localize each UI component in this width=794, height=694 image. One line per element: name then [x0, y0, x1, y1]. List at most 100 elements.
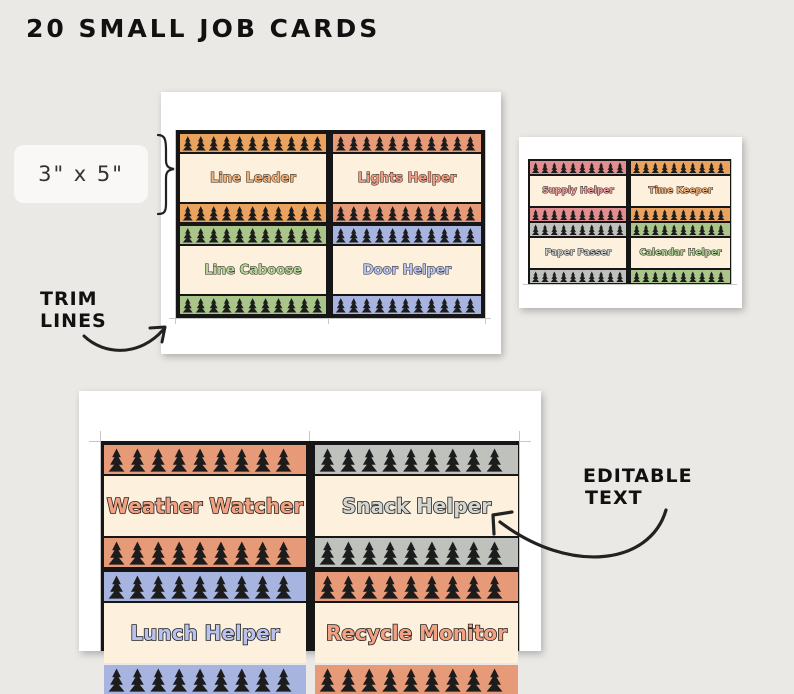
pine-tree-icon [550, 162, 558, 173]
tree-band-top [104, 572, 306, 601]
pine-tree-icon [150, 575, 167, 599]
job-card-label[interactable]: Weather Watcher [106, 493, 304, 519]
pine-tree-icon [689, 271, 697, 282]
pine-tree-icon [312, 298, 323, 313]
pine-tree-icon [679, 209, 687, 220]
pine-tree-icon [423, 448, 440, 472]
tree-band-top [315, 572, 518, 601]
pine-tree-icon [312, 136, 323, 151]
tree-band-top [180, 226, 326, 244]
pine-tree-icon [182, 228, 193, 243]
pine-tree-icon [532, 162, 540, 173]
pine-tree-icon [532, 209, 540, 220]
editable-arrowhead-icon [491, 510, 514, 536]
pine-tree-icon [335, 228, 346, 243]
pine-tree-icon [400, 298, 411, 313]
pine-tree-icon [679, 224, 687, 235]
pine-tree-icon [633, 224, 641, 235]
card-panel: Calendar Helper [631, 238, 730, 268]
pine-tree-icon [403, 575, 420, 599]
pine-tree-icon [439, 206, 450, 221]
pine-tree-icon [348, 206, 359, 221]
tree-band-bottom [180, 204, 326, 222]
job-card-label[interactable]: Time Keeper [648, 186, 713, 197]
job-card-label[interactable]: Line Leader [210, 170, 297, 186]
job-card-label[interactable]: Supply Helper [542, 186, 615, 197]
pine-tree-icon [382, 541, 399, 565]
pine-tree-icon [221, 136, 232, 151]
job-card-label[interactable]: Line Caboose [204, 262, 302, 278]
pine-tree-icon [465, 136, 476, 151]
pine-tree-icon [275, 541, 292, 565]
tree-band-bottom [631, 270, 730, 283]
job-card-label[interactable]: Calendar Helper [639, 248, 722, 259]
editable-callout-line-2: TEXT [585, 487, 643, 509]
pine-tree-icon [642, 224, 650, 235]
pine-tree-icon [361, 448, 378, 472]
pine-tree-icon [212, 541, 229, 565]
pine-tree-icon [348, 136, 359, 151]
pine-tree-icon [578, 224, 586, 235]
pine-tree-icon [413, 206, 424, 221]
pine-tree-icon [108, 575, 125, 599]
pine-tree-icon [403, 541, 420, 565]
pine-tree-icon [233, 575, 250, 599]
pine-tree-icon [426, 228, 437, 243]
pine-tree-icon [426, 298, 437, 313]
job-card: Door Helper [333, 226, 481, 314]
pine-tree-icon [247, 206, 258, 221]
pine-tree-icon [642, 271, 650, 282]
pine-tree-icon [171, 575, 188, 599]
tree-band-top [333, 226, 481, 244]
pine-tree-icon [569, 162, 577, 173]
pine-tree-icon [413, 136, 424, 151]
pine-tree-icon [286, 298, 297, 313]
pine-tree-icon [616, 224, 624, 235]
pine-tree-icon [633, 162, 641, 173]
tree-band-bottom [180, 296, 326, 314]
editable-arrow-icon [498, 508, 668, 559]
pine-tree-icon [670, 209, 678, 220]
job-card-label[interactable]: Door Helper [362, 262, 452, 278]
job-card-label[interactable]: Paper Passer [544, 248, 612, 259]
size-bracket-icon [156, 133, 175, 216]
pine-tree-icon [444, 541, 461, 565]
pine-tree-icon [465, 206, 476, 221]
pine-tree-icon [560, 271, 568, 282]
card-panel: Door Helper [333, 246, 481, 294]
editable-callout-line-1: EDITABLE [583, 465, 693, 487]
tree-band-bottom [104, 665, 306, 694]
pine-tree-icon [192, 448, 209, 472]
pine-tree-icon [195, 228, 206, 243]
pine-tree-icon [465, 575, 482, 599]
job-card: Calendar Helper [631, 223, 730, 283]
pine-tree-icon [689, 209, 697, 220]
card-panel: Time Keeper [631, 176, 730, 206]
pine-tree-icon [335, 136, 346, 151]
pine-tree-icon [550, 209, 558, 220]
pine-tree-icon [286, 206, 297, 221]
pine-tree-icon [233, 541, 250, 565]
trim-arrowhead-icon [148, 325, 167, 344]
pine-tree-icon [569, 209, 577, 220]
pine-tree-icon [108, 541, 125, 565]
card-panel: Line Leader [180, 154, 326, 202]
pine-tree-icon [698, 162, 706, 173]
pine-tree-icon [717, 271, 725, 282]
pine-tree-icon [361, 541, 378, 565]
tree-band-top [631, 161, 730, 174]
job-card: Lights Helper [333, 134, 481, 222]
job-card-label[interactable]: Snack Helper [341, 493, 492, 519]
pine-tree-icon [275, 448, 292, 472]
pine-tree-icon [670, 271, 678, 282]
pine-tree-icon [299, 136, 310, 151]
pine-tree-icon [569, 224, 577, 235]
card-panel: Line Caboose [180, 246, 326, 294]
pine-tree-icon [312, 228, 323, 243]
tree-band-top [530, 161, 626, 174]
pine-tree-icon [273, 298, 284, 313]
pine-tree-icon [597, 271, 605, 282]
trim-lines-callout: TRIM LINES [40, 288, 107, 332]
job-card-label[interactable]: Lights Helper [357, 170, 457, 186]
card-panel: Weather Watcher [104, 476, 306, 536]
